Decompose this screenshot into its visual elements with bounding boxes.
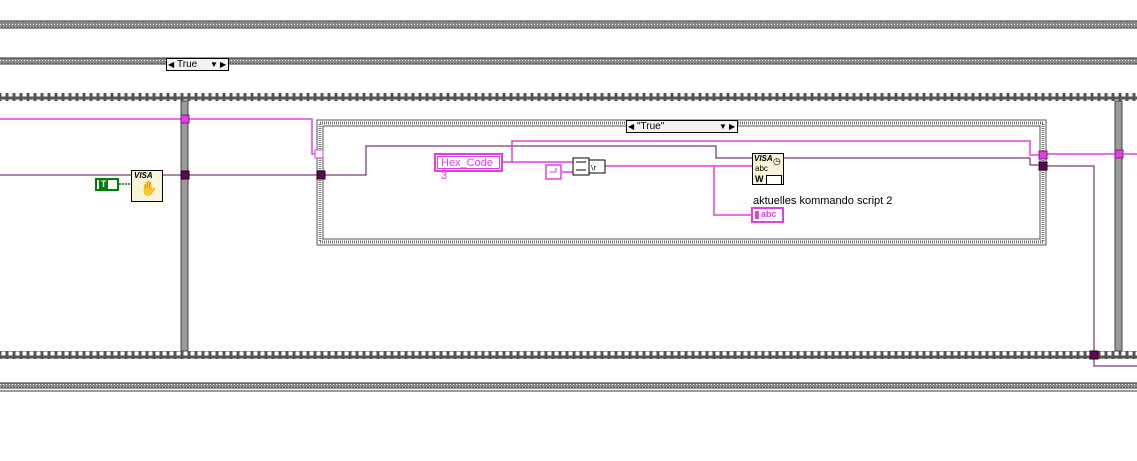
tunnel-refnum-inner-case-out[interactable] xyxy=(1038,161,1048,171)
sequence-frame-divider-left[interactable] xyxy=(180,100,189,352)
tunnel-string-left-frame[interactable] xyxy=(180,114,190,124)
outer-case-selector-label: True xyxy=(177,59,198,70)
inner-case-selector[interactable]: ◀ "True" ▼ ▶ xyxy=(626,120,738,133)
tunnel-string-inner-case-out[interactable] xyxy=(1038,150,1048,160)
case-prev-icon[interactable]: ◀ xyxy=(168,60,175,69)
boolean-true-text: T xyxy=(99,179,108,189)
visa-write-letter: W xyxy=(755,174,764,184)
case-structure-bottom-border xyxy=(0,382,1137,389)
svg-text:\r: \r xyxy=(591,164,596,172)
hex-code-text: Hex_Code 3 xyxy=(437,156,500,182)
boolean-true-constant[interactable]: T xyxy=(95,178,119,191)
hex-code-string-constant[interactable]: Hex_Code 3 xyxy=(434,153,503,182)
visa-open-caption: VISA xyxy=(134,171,153,180)
line-feed-constant-icon[interactable] xyxy=(545,164,562,180)
visa-write-sub: abc xyxy=(755,164,768,173)
visa-write-node[interactable]: VISA abc ◷ W xyxy=(752,153,784,185)
tunnel-refnum-left-frame[interactable] xyxy=(180,170,190,180)
string-wire[interactable] xyxy=(0,118,1137,216)
indicator-label: aktuelles kommando script 2 xyxy=(753,195,893,207)
indicator-terminal-text: abc xyxy=(761,209,777,219)
error-cluster-icon xyxy=(766,175,782,185)
concatenate-strings-node[interactable]: \r xyxy=(572,157,606,176)
case-next-icon[interactable]: ▶ xyxy=(220,60,227,69)
visa-open-node[interactable]: VISA ✋ xyxy=(131,170,163,202)
inner-case-prev-icon[interactable]: ◀ xyxy=(628,122,635,131)
inner-case-structure[interactable] xyxy=(316,119,1047,246)
case-dropdown-icon[interactable]: ▼ xyxy=(210,60,218,69)
handshake-icon: ✋ xyxy=(140,181,158,197)
clock-icon: ◷ xyxy=(773,157,781,167)
visa-write-caption: VISA xyxy=(754,154,773,163)
inner-case-next-icon[interactable]: ▶ xyxy=(729,122,736,131)
outer-structure-top-border xyxy=(0,20,1137,29)
tunnel-refnum-bottom-right[interactable] xyxy=(1089,350,1099,360)
sequence-frame-divider-right[interactable] xyxy=(1114,100,1123,352)
sequence-frame-bottom-filmstrip xyxy=(0,351,1137,359)
outer-case-selector[interactable]: ◀ True ▼ ▶ xyxy=(166,58,229,71)
inner-case-dropdown-icon[interactable]: ▼ xyxy=(719,122,727,131)
tunnel-refnum-inner-case-in[interactable] xyxy=(316,170,326,180)
visa-refnum-wire[interactable] xyxy=(0,145,1137,367)
tunnel-string-right-frame[interactable] xyxy=(1114,149,1124,159)
string-indicator-terminal[interactable] xyxy=(751,207,784,223)
inner-case-selector-label: "True" xyxy=(637,121,665,132)
sequence-frame-top-filmstrip xyxy=(0,93,1137,101)
tunnel-string-inner-case-in[interactable] xyxy=(314,149,324,159)
